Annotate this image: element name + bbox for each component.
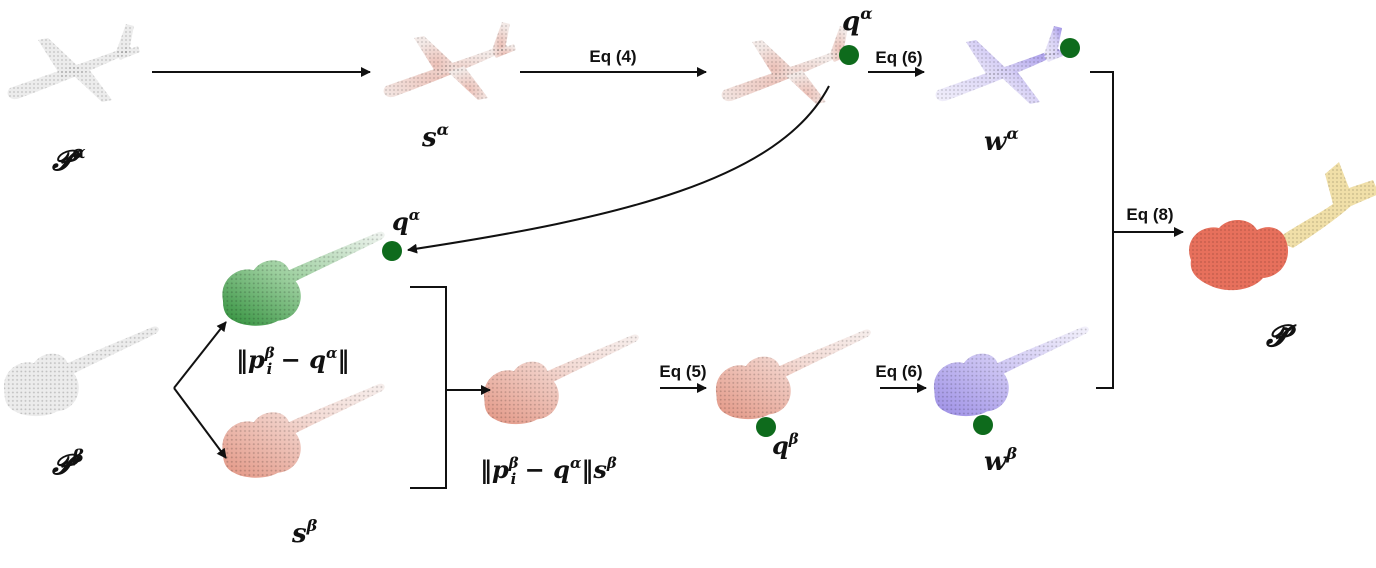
mixed-output-shape <box>1189 162 1376 291</box>
guitar-weighted-distance <box>483 334 639 425</box>
anchor-point-w-beta <box>973 415 993 435</box>
guitar-anchor <box>715 329 871 420</box>
airplane-saliency-anchor <box>721 26 854 104</box>
label-w-beta: wβ <box>984 444 1017 477</box>
guitar-distance <box>222 231 385 326</box>
airplane-saliency <box>383 22 516 100</box>
label-s-alpha: sα <box>421 120 450 153</box>
label-q-beta: qβ <box>772 430 799 460</box>
arrow-split-up <box>173 321 227 389</box>
airplane-input <box>7 24 140 102</box>
label-p-tilde: 𝓟̃ <box>1266 319 1297 354</box>
guitar-saliency <box>222 383 385 478</box>
eq8-label: Eq (8) <box>1126 205 1173 224</box>
arrows <box>152 67 1184 489</box>
label-p-alpha: 𝓟α <box>52 143 86 177</box>
anchor-point-w-alpha <box>1060 38 1080 58</box>
bracket-final <box>1090 71 1114 389</box>
arrow-split-down <box>173 387 227 459</box>
label-q-alpha-top: qα <box>842 4 873 37</box>
eq6-top-label: Eq (6) <box>875 48 922 67</box>
label-w-alpha: wα <box>984 124 1019 157</box>
guitar-weights <box>933 326 1089 417</box>
eq5-label: Eq (5) <box>659 362 706 381</box>
label-p-beta: 𝓟β <box>52 447 84 481</box>
eq6-bottom-label: Eq (6) <box>875 362 922 381</box>
guitar-input <box>3 326 159 417</box>
label-q-alpha-mid: qα <box>392 206 421 236</box>
anchor-point-q-beta <box>756 417 776 437</box>
eq4-label: Eq (4) <box>589 47 636 66</box>
arrow-q-alpha-transfer <box>407 85 830 254</box>
anchor-point-q-alpha-guitar <box>382 241 402 261</box>
label-s-beta: sβ <box>291 516 318 549</box>
airplane-weights <box>935 26 1068 104</box>
anchor-point-q-alpha-airplane <box>839 45 859 65</box>
bracket-combine <box>410 286 447 489</box>
